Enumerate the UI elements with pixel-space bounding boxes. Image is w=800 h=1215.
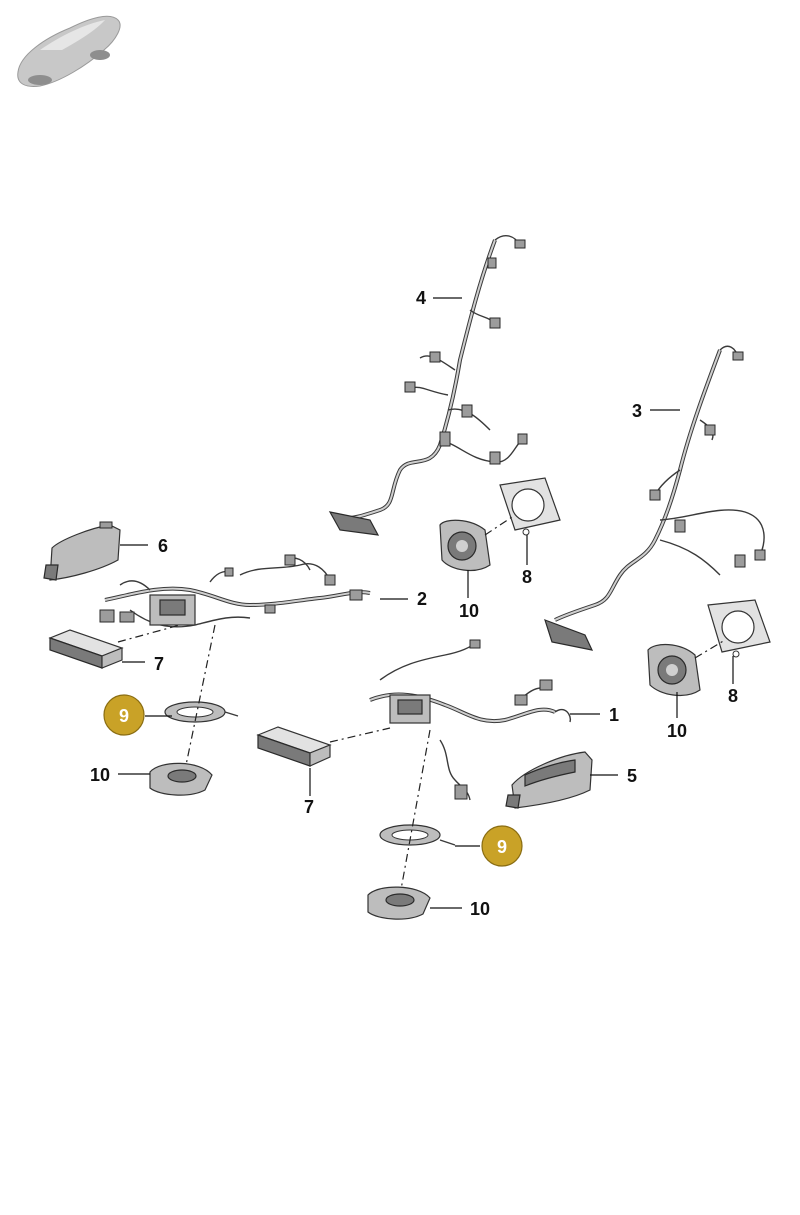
motor-unit-10-bottom bbox=[367, 886, 431, 920]
seal-ring-9-left bbox=[164, 701, 239, 723]
module-7-left bbox=[48, 629, 124, 669]
callout-8-lower: 8 bbox=[728, 686, 738, 706]
callout-7-left: 7 bbox=[154, 654, 164, 674]
motor-unit-10-upper bbox=[439, 519, 491, 572]
callout-9-left: 9 bbox=[119, 706, 129, 726]
callout-10-left: 10 bbox=[90, 765, 110, 785]
wiring-harness-2 bbox=[99, 554, 371, 628]
callout-5: 5 bbox=[627, 766, 637, 786]
callout-4: 4 bbox=[416, 288, 426, 308]
wiring-harness-3 bbox=[544, 345, 766, 651]
callout-6: 6 bbox=[158, 536, 168, 556]
callout-1: 1 bbox=[609, 705, 619, 725]
callout-7-center: 7 bbox=[304, 797, 314, 817]
callout-9-left-highlight: 9 bbox=[103, 694, 145, 736]
seal-ring-9-center bbox=[379, 824, 456, 846]
highlight-badge bbox=[103, 694, 145, 736]
wiring-harness-1 bbox=[369, 639, 572, 801]
bracket-ring-8-lower bbox=[707, 599, 771, 658]
wiring-harness-4 bbox=[328, 234, 528, 536]
callout-9-center: 9 bbox=[497, 837, 507, 857]
highlight-badge bbox=[481, 825, 523, 867]
callout-3: 3 bbox=[632, 401, 642, 421]
motor-unit-10-right bbox=[647, 644, 701, 697]
module-7-center bbox=[256, 726, 332, 767]
callout-10-bottom: 10 bbox=[470, 899, 490, 919]
control-unit-6 bbox=[43, 521, 121, 581]
callout-10-upper: 10 bbox=[459, 601, 479, 621]
bracket-ring-8-upper bbox=[499, 477, 561, 536]
callout-8-upper: 8 bbox=[522, 567, 532, 587]
motor-unit-10-left bbox=[149, 762, 213, 796]
callout-2: 2 bbox=[417, 589, 427, 609]
leader-lines bbox=[118, 297, 734, 909]
car-thumbnail-icon bbox=[17, 15, 121, 87]
control-unit-5 bbox=[505, 751, 593, 809]
callout-9-center-highlight: 9 bbox=[481, 825, 523, 867]
callout-10-right: 10 bbox=[667, 721, 687, 741]
